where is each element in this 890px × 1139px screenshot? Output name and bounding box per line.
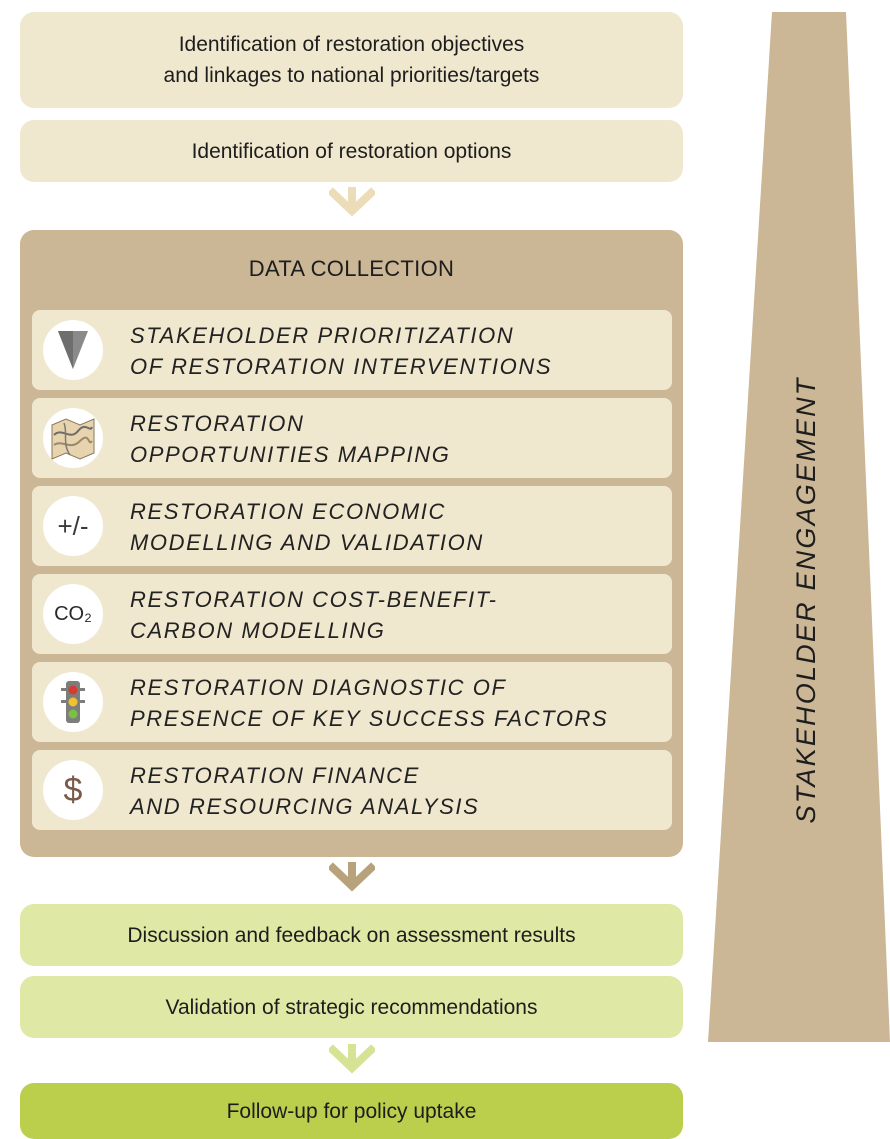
item-opportunities-mapping: RESTORATION OPPORTUNITIES MAPPING <box>32 398 672 478</box>
item-diagnostic-text: RESTORATION DIAGNOSTIC OF PRESENCE OF KE… <box>130 672 608 734</box>
item-line: AND RESOURCING ANALYSIS <box>130 794 480 819</box>
step-validation-label: Validation of strategic recommendations <box>165 995 538 1019</box>
item-line: OPPORTUNITIES MAPPING <box>130 442 451 467</box>
plus-minus-icon: +/- <box>43 496 103 556</box>
item-economic-modelling-text: RESTORATION ECONOMIC MODELLING AND VALID… <box>130 496 484 558</box>
step-objectives: Identification of restoration objectives… <box>20 12 683 108</box>
down-arrow-icon <box>329 1044 375 1074</box>
step-discussion: Discussion and feedback on assessment re… <box>20 904 683 966</box>
map-icon <box>43 408 103 468</box>
item-line: RESTORATION FINANCE <box>130 763 420 788</box>
item-economic-modelling: +/- RESTORATION ECONOMIC MODELLING AND V… <box>32 486 672 566</box>
traffic-light-icon <box>43 672 103 732</box>
step-objectives-line-2: and linkages to national priorities/targ… <box>163 64 540 87</box>
step-options: Identification of restoration options <box>20 120 683 182</box>
co2-glyph: CO₂ <box>54 602 92 625</box>
step-validation: Validation of strategic recommendations <box>20 976 683 1038</box>
step-follow-up-label: Follow-up for policy uptake <box>226 1099 477 1123</box>
step-objectives-line-1: Identification of restoration objectives <box>178 33 525 56</box>
item-finance-text: RESTORATION FINANCE AND RESOURCING ANALY… <box>130 760 479 822</box>
item-line: RESTORATION COST-BENEFIT- <box>130 587 498 612</box>
data-collection-title: DATA COLLECTION <box>248 256 455 281</box>
data-collection-panel: DATA COLLECTION STAKEHOLDER PRIORITIZATI… <box>20 230 683 857</box>
item-diagnostic: RESTORATION DIAGNOSTIC OF PRESENCE OF KE… <box>32 662 672 742</box>
plus-minus-glyph: +/- <box>57 510 89 541</box>
item-line: OF RESTORATION INTERVENTIONS <box>130 354 553 379</box>
item-line: STAKEHOLDER PRIORITIZATION <box>130 323 515 348</box>
funnel-icon <box>43 320 103 380</box>
step-options-label: Identification of restoration options <box>191 139 512 163</box>
item-line: CARBON MODELLING <box>130 618 386 643</box>
item-line: RESTORATION <box>130 411 305 436</box>
down-arrow-icon <box>329 187 375 217</box>
stakeholder-engagement-label: STAKEHOLDER ENGAGEMENT <box>791 376 821 824</box>
item-cost-benefit-carbon-text: RESTORATION COST-BENEFIT- CARBON MODELLI… <box>130 584 498 646</box>
down-arrow-icon <box>329 862 375 892</box>
item-stakeholder-prioritization: STAKEHOLDER PRIORITIZATION OF RESTORATIO… <box>32 310 672 390</box>
item-cost-benefit-carbon: CO₂ RESTORATION COST-BENEFIT- CARBON MOD… <box>32 574 672 654</box>
item-line: RESTORATION DIAGNOSTIC OF <box>130 675 507 700</box>
step-discussion-label: Discussion and feedback on assessment re… <box>127 923 576 947</box>
item-line: PRESENCE OF KEY SUCCESS FACTORS <box>130 706 609 731</box>
item-line: MODELLING AND VALIDATION <box>130 530 484 555</box>
item-finance: $ RESTORATION FINANCE AND RESOURCING ANA… <box>32 750 672 830</box>
co2-icon: CO₂ <box>43 584 103 644</box>
item-line: RESTORATION ECONOMIC <box>130 499 446 524</box>
stakeholder-engagement-wedge <box>708 12 890 1042</box>
dollar-icon: $ <box>43 760 103 820</box>
item-stakeholder-prioritization-text: STAKEHOLDER PRIORITIZATION OF RESTORATIO… <box>130 320 552 382</box>
step-follow-up: Follow-up for policy uptake <box>20 1083 683 1139</box>
dollar-glyph: $ <box>63 770 83 809</box>
item-opportunities-mapping-text: RESTORATION OPPORTUNITIES MAPPING <box>130 408 450 470</box>
